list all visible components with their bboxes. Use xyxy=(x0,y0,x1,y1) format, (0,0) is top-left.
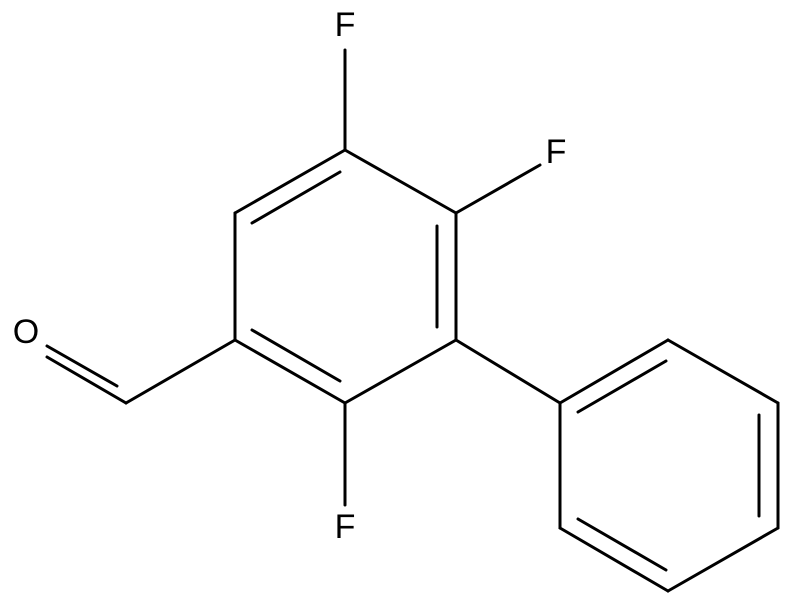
bond-ring-top-right xyxy=(343,148,458,215)
bond-biaryl xyxy=(454,338,562,405)
atom-label-f-bottom: F xyxy=(335,508,356,546)
atom-label-f-right: F xyxy=(546,133,567,171)
bond-ring-cho xyxy=(124,338,237,405)
bond-ring-bottom-right xyxy=(343,338,458,405)
bonds xyxy=(45,48,780,593)
bond-ph-5 xyxy=(558,526,670,593)
bond-c-o-double-a xyxy=(45,355,128,405)
bond-ring-top-left xyxy=(233,148,347,215)
bond-ph-5-inner xyxy=(576,517,668,572)
atom-label-oxygen: O xyxy=(13,313,39,351)
bond-c-f-right xyxy=(454,163,542,215)
atom-labels: F F F O xyxy=(13,6,567,546)
bond-ph-1-inner xyxy=(576,359,668,414)
bond-ring-bottom-left-inner xyxy=(250,328,342,383)
bond-ph-2 xyxy=(666,338,780,405)
bond-ring-top-left-inner xyxy=(250,170,342,225)
atom-label-f-top: F xyxy=(335,6,356,44)
bond-c-o-double-b xyxy=(45,344,119,388)
bond-ph-4 xyxy=(666,526,780,593)
bond-ph-1 xyxy=(558,338,670,405)
bond-ring-bottom-left xyxy=(233,338,347,405)
